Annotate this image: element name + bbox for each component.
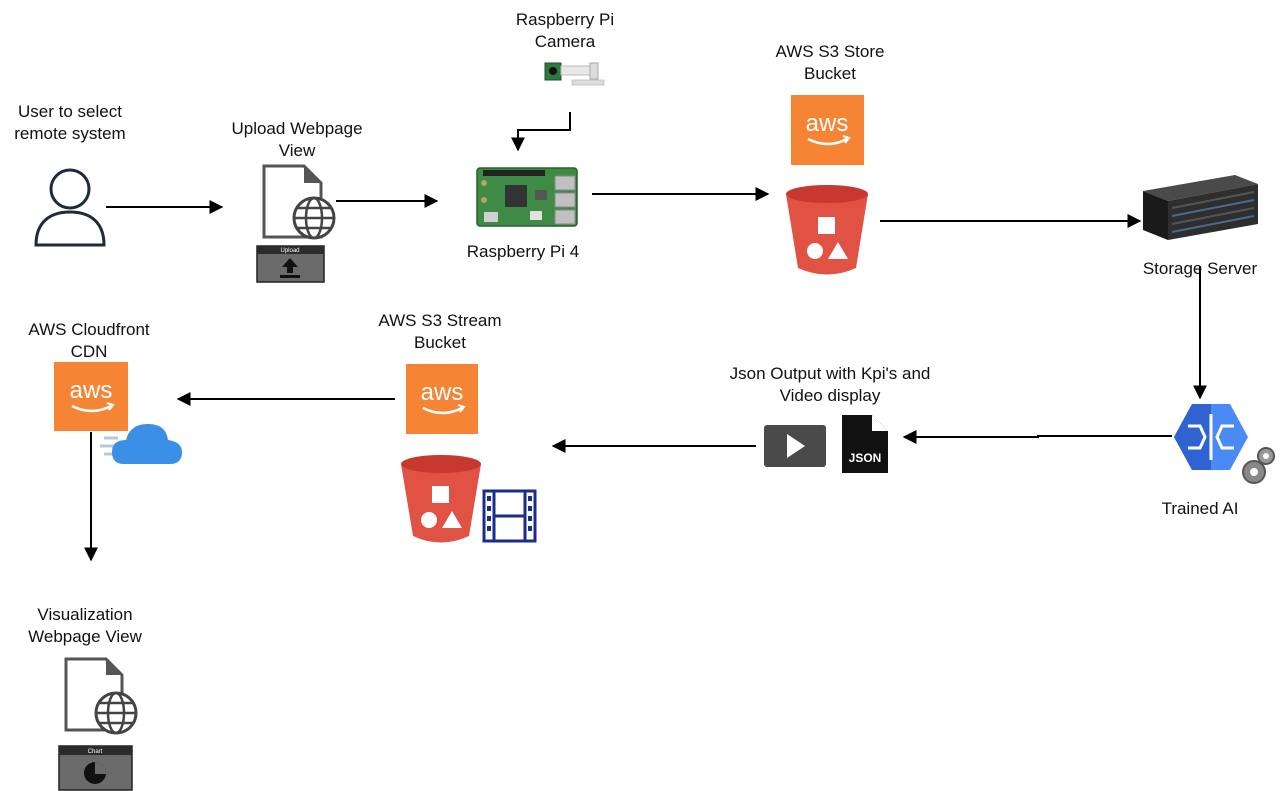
pie-chart-icon [84, 762, 106, 784]
user-outline-icon [34, 168, 106, 247]
storage-server-label-line-1: Storage Server [1142, 259, 1258, 278]
rpi-label: Raspberry Pi 4 [448, 241, 598, 263]
camera-label-line-1: Raspberry Pi [515, 10, 615, 29]
user-label-line-1: User to select [18, 102, 122, 121]
aws-logo-icon-store: aws [791, 95, 864, 165]
svg-text:aws: aws [806, 110, 849, 137]
chart-panel-label: Chart [88, 749, 103, 755]
film-strip-icon [482, 489, 537, 543]
json-output-label-line-2: Video display [779, 386, 881, 405]
s3-stream-label-line-1: AWS S3 Stream [378, 311, 502, 330]
web-page-globe-icon-visualization [64, 657, 138, 735]
user-label-line-2: remote system [14, 124, 126, 143]
json-file-icon: JSON [842, 415, 888, 473]
json-output-label: Json Output with Kpi's and Video display [700, 363, 960, 407]
camera-label-line-2: Camera [534, 32, 596, 51]
chart-panel [58, 745, 133, 791]
upload-page-label-line-2: View [278, 141, 316, 160]
s3-stream-label: AWS S3 Stream Bucket [365, 310, 515, 354]
web-page-globe-icon [262, 164, 336, 240]
cloudfront-label-line-2: CDN [70, 342, 108, 361]
aws-logo-icon-cloudfront: aws [54, 362, 128, 431]
raspberry-pi-board-icon [476, 167, 578, 227]
cloudfront-label: AWS Cloudfront CDN [14, 319, 164, 363]
s3-stream-label-line-2: Bucket [414, 333, 466, 352]
upload-panel-label: Upload [280, 248, 299, 254]
s3-store-label-line-2: Bucket [804, 64, 856, 83]
camera-module-icon [544, 62, 605, 86]
visualization-label-line-1: Visualization [37, 605, 133, 624]
visualization-label-line-2: Webpage View [28, 627, 142, 646]
edge-camera-to-rpi [511, 112, 571, 152]
camera-label: Raspberry Pi Camera [495, 9, 635, 53]
user-label: User to select remote system [0, 101, 140, 145]
upload-page-label: Upload Webpage View [212, 118, 382, 162]
storage-server-label: Storage Server [1120, 258, 1280, 280]
upload-icon [280, 258, 300, 278]
video-play-icon [764, 425, 826, 467]
aws-logo-icon-stream: aws [406, 364, 478, 434]
svg-text:aws: aws [70, 377, 113, 404]
rack-server-icon [1143, 175, 1258, 240]
svg-text:JSON: JSON [849, 451, 882, 465]
upload-panel [256, 245, 325, 283]
s3-bucket-icon-stream [401, 455, 481, 543]
s3-bucket-icon-store [786, 185, 868, 275]
svg-text:aws: aws [421, 379, 464, 406]
visualization-label: Visualization Webpage View [10, 604, 160, 648]
cloudfront-label-line-1: AWS Cloudfront [28, 320, 150, 339]
trained-ai-label: Trained AI [1130, 498, 1270, 520]
ai-brain-gears-icon [1174, 404, 1275, 484]
json-output-label-line-1: Json Output with Kpi's and [729, 364, 931, 383]
s3-store-label-line-1: AWS S3 Store [775, 42, 885, 61]
s3-store-label: AWS S3 Store Bucket [750, 41, 910, 85]
cloud-icon [100, 424, 182, 464]
edge-trained-ai-to-json-output [902, 430, 1172, 444]
rpi-label-line-1: Raspberry Pi 4 [466, 242, 580, 261]
upload-page-label-line-1: Upload Webpage [231, 119, 363, 138]
trained-ai-label-line-1: Trained AI [1161, 499, 1239, 518]
